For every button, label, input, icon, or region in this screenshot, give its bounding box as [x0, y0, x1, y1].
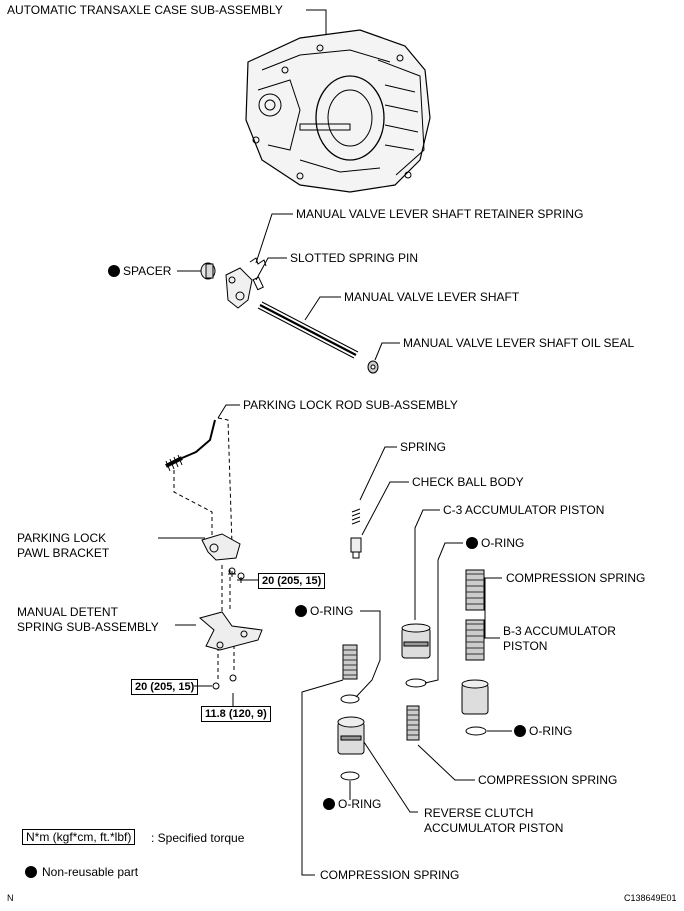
label-compression-spring-3: COMPRESSION SPRING — [320, 868, 460, 882]
transaxle-case-drawing — [245, 29, 431, 193]
corner-figure-id: C138649E01 — [624, 893, 677, 903]
label-o-ring-1: O-RING — [481, 536, 525, 550]
label-spacer: SPACER — [123, 264, 172, 278]
corner-left-mark: N — [7, 893, 14, 903]
label-b3-piston-line2: PISTON — [503, 639, 548, 653]
torque-detent-bolt: 20 (205, 15) — [131, 679, 199, 695]
label-reverse-piston-line2: ACCUMULATOR PISTON — [424, 821, 564, 835]
non-reusable-legend-marker — [25, 866, 37, 878]
label-o-ring-4: O-RING — [338, 797, 382, 811]
label-transaxle-case: AUTOMATIC TRANSAXLE CASE SUB-ASSEMBLY — [7, 3, 283, 17]
non-reusable-marker-oring-2 — [514, 725, 526, 737]
label-c3-accumulator-piston: C-3 ACCUMULATOR PISTON — [443, 503, 605, 517]
non-reusable-marker-oring-4 — [323, 798, 335, 810]
label-oil-seal: MANUAL VALVE LEVER SHAFT OIL SEAL — [403, 336, 635, 350]
legend-non-reusable-text: Non-reusable part — [42, 865, 139, 879]
non-reusable-marker-oring-1 — [466, 537, 478, 549]
legend-torque-box: N*m (kgf*cm, ft.*lbf) — [22, 829, 136, 845]
label-o-ring-2: O-RING — [529, 724, 573, 738]
non-reusable-marker-spacer — [108, 265, 120, 277]
label-parking-bracket-line1: PARKING LOCK — [17, 531, 107, 545]
label-slotted-spring-pin: SLOTTED SPRING PIN — [290, 251, 419, 265]
label-retainer-spring: MANUAL VALVE LEVER SHAFT RETAINER SPRING — [296, 207, 584, 221]
label-parking-lock-rod: PARKING LOCK ROD SUB-ASSEMBLY — [243, 398, 458, 412]
label-compression-spring-1: COMPRESSION SPRING — [506, 571, 646, 585]
label-reverse-piston-line1: REVERSE CLUTCH — [424, 806, 534, 820]
label-b3-piston-line1: B-3 ACCUMULATOR — [503, 624, 616, 638]
label-parking-bracket-line2: PAWL BRACKET — [17, 546, 110, 560]
non-reusable-marker-oring-3 — [295, 605, 307, 617]
label-detent-spring-line1: MANUAL DETENT — [17, 605, 118, 619]
label-spring: SPRING — [400, 440, 447, 454]
legend-torque-text: : Specified torque — [151, 831, 245, 845]
label-check-ball-body: CHECK BALL BODY — [412, 475, 524, 489]
torque-bracket-bolt: 20 (205, 15) — [258, 573, 326, 589]
torque-detent-bolt-2: 11.8 (120, 9) — [201, 706, 271, 722]
label-compression-spring-2: COMPRESSION SPRING — [478, 773, 618, 787]
label-lever-shaft: MANUAL VALVE LEVER SHAFT — [344, 290, 520, 304]
label-o-ring-3: O-RING — [310, 604, 354, 618]
label-detent-spring-line2: SPRING SUB-ASSEMBLY — [17, 620, 159, 634]
